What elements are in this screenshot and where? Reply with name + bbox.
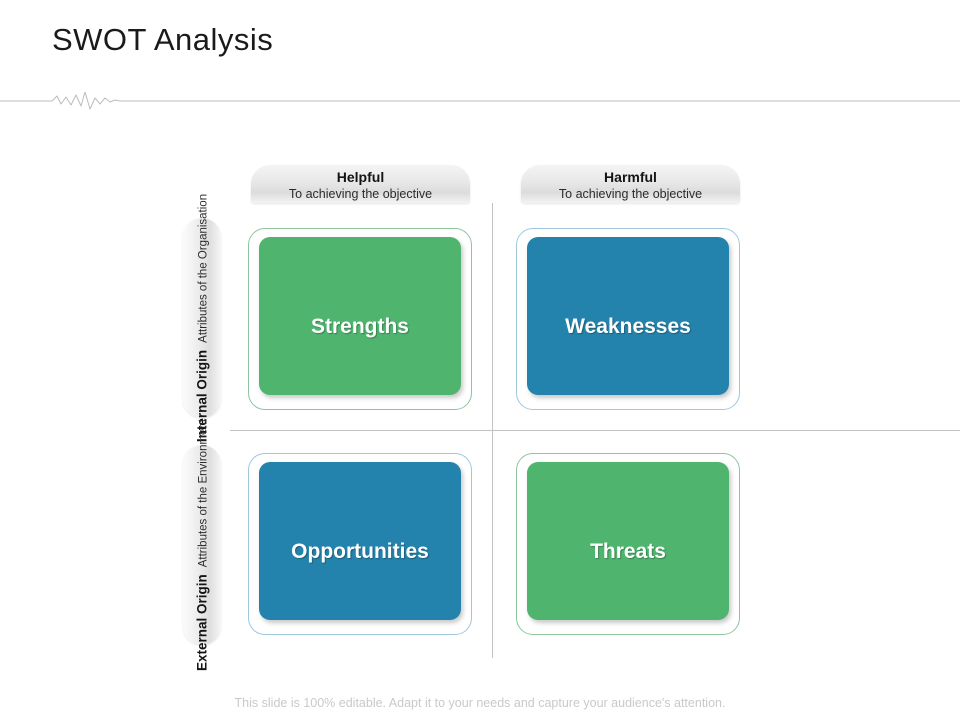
quadrant-weaknesses-fill: Weaknesses — [527, 237, 729, 395]
quadrant-weaknesses[interactable]: Weaknesses — [516, 228, 740, 410]
column-header-helpful-subtitle: To achieving the objective — [288, 187, 433, 201]
title-divider-pulse — [0, 91, 960, 110]
quadrant-weaknesses-label: Weaknesses — [565, 315, 691, 338]
column-header-harmful[interactable]: Harmful To achieving the objective — [521, 165, 740, 203]
row-header-internal-origin-content: Internal Origin Attributes of the Organi… — [195, 194, 210, 442]
column-header-helpful-title: Helpful — [336, 169, 385, 185]
quadrant-strengths-label: Strengths — [310, 315, 409, 338]
quadrant-opportunities-fill: Opportunities — [259, 462, 461, 620]
column-header-harmful-title: Harmful — [604, 169, 657, 185]
quadrant-opportunities[interactable]: Opportunities — [248, 453, 472, 635]
quadrant-strengths[interactable]: Strengths — [248, 228, 472, 410]
matrix-horizontal-divider — [230, 430, 960, 431]
footer-note: This slide is 100% editable. Adapt it to… — [234, 696, 726, 710]
page-title: SWOT Analysis — [52, 22, 274, 57]
row-header-internal-origin[interactable]: Internal Origin Attributes of the Organi… — [183, 194, 221, 442]
pulse-line-icon — [0, 91, 960, 110]
row-header-external-origin[interactable]: External Origin Attributes of the Enviro… — [183, 419, 221, 671]
column-header-harmful-subtitle: To achieving the objective — [558, 187, 703, 201]
row-header-external-origin-title: External Origin — [194, 574, 210, 672]
quadrant-opportunities-label: Opportunities — [291, 540, 429, 563]
row-header-external-origin-content: External Origin Attributes of the Enviro… — [195, 419, 210, 671]
row-header-external-origin-subtitle: Attributes of the Environment — [197, 418, 210, 568]
column-header-helpful[interactable]: Helpful To achieving the objective — [251, 165, 470, 203]
quadrant-threats-label: Threats — [590, 540, 666, 563]
row-header-internal-origin-subtitle: Attributes of the Organisation — [197, 193, 210, 343]
quadrant-threats-fill: Threats — [527, 462, 729, 620]
quadrant-threats[interactable]: Threats — [516, 453, 740, 635]
quadrant-strengths-fill: Strengths — [259, 237, 461, 395]
